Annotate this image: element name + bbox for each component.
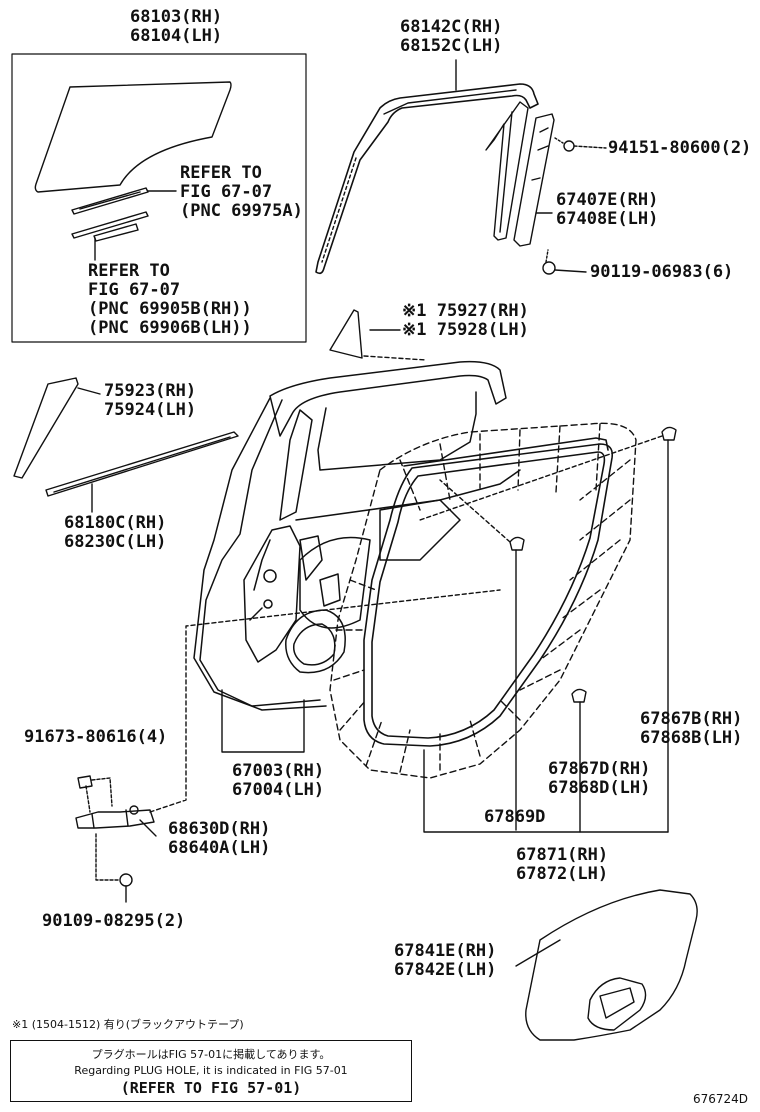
clip-67867D (571, 688, 587, 833)
screw-90109 (95, 833, 133, 903)
label-pillar: 75923(RH) 75924(LH) (104, 382, 196, 420)
figure-code: 676724D (692, 1092, 748, 1106)
label-line: 67868D(LH) (548, 778, 651, 798)
label-refer1: REFER TO FIG 67-07 (PNC 69975A) (180, 164, 303, 221)
label-line: 68230C(LH) (64, 532, 167, 552)
label-screw1: 90119-06983(6) (590, 263, 733, 282)
label-door-panel: 67003(RH) 67004(LH) (232, 762, 324, 800)
label-glass: 68103(RH) 68104(LH) (130, 8, 222, 46)
note-line-1: プラグホールはFIG 57-01に掲載してあります。 (91, 1048, 331, 1061)
note-box: プラグホールはFIG 57-01に掲載してあります。 Regarding PLU… (10, 1040, 412, 1102)
label-line: 67869D (484, 807, 546, 827)
label-line: 67408E(LH) (556, 209, 659, 229)
label-line: 67841E(RH) (394, 941, 497, 961)
label-line: 68142C(RH) (400, 17, 503, 37)
label-line: 90109-08295(2) (42, 911, 186, 931)
label-service-hole: 67841E(RH) 67842E(LH) (394, 942, 496, 980)
label-clip: 67869D (484, 808, 545, 827)
glass-channel-lower (71, 211, 149, 242)
label-line: 67842E(LH) (394, 960, 497, 980)
label-line: 68103(RH) (130, 7, 223, 27)
screw-90119 (542, 249, 587, 275)
door-run-channel (315, 83, 539, 275)
door-panel (193, 360, 521, 711)
door-glass (34, 81, 232, 193)
label-line: ※1 75928(LH) (402, 320, 529, 340)
label-refer2: REFER TO FIG 67-07 (PNC 69905B(RH)) (PNC… (88, 262, 252, 338)
label-weatherstrip-b: 67867B(RH) 67868B(LH) (640, 710, 742, 748)
label-line: 67868B(LH) (640, 728, 743, 748)
leader-door-panel (221, 689, 305, 753)
service-hole-cover (515, 889, 698, 1041)
label-garnish: ※1 75927(RH) ※1 75928(LH) (402, 302, 529, 340)
leader-weatherstrip (423, 749, 669, 833)
door-check (75, 589, 501, 837)
label-weatherstrip-d: 67867D(RH) 67868D(LH) (548, 760, 650, 798)
label-line: ※1 75927(RH) (402, 301, 529, 321)
bolt-94151 (554, 137, 607, 152)
bolt-91673 (77, 775, 113, 813)
label-line: REFER TO (180, 163, 262, 183)
label-line: FIG 67-07 (180, 182, 273, 202)
glass-inset-box (11, 53, 307, 343)
label-line: 68104(LH) (130, 26, 223, 46)
door-sash (485, 101, 555, 247)
label-check: 68630D(RH) 68640A(LH) (168, 820, 270, 858)
label-sash: 67407E(RH) 67408E(LH) (556, 191, 658, 229)
label-line: 67407E(RH) (556, 190, 659, 210)
label-screw2: 90109-08295(2) (42, 912, 185, 931)
glass-channel-upper (71, 187, 149, 215)
label-bolt1: 94151-80600(2) (608, 139, 751, 158)
label-line: REFER TO (88, 261, 170, 281)
label-line: 68152C(LH) (400, 36, 503, 56)
label-line: 75924(LH) (104, 400, 197, 420)
label-line: 68180C(RH) (64, 513, 167, 533)
label-line: 67004(LH) (232, 780, 325, 800)
label-line: (PNC 69906B(LH)) (88, 318, 252, 338)
clip-67869D (439, 479, 525, 831)
label-line: (PNC 69905B(RH)) (88, 299, 252, 319)
label-run-channel: 68142C(RH) 68152C(LH) (400, 18, 502, 56)
label-line: 91673-80616(4) (24, 727, 168, 747)
pillar-garnish (13, 377, 101, 479)
label-line: 90119-06983(6) (590, 262, 734, 282)
label-line: 67867D(RH) (548, 759, 651, 779)
label-weatherstrip: 67871(RH) 67872(LH) (516, 846, 608, 884)
label-line: 94151-80600(2) (608, 138, 752, 158)
label-line: FIG 67-07 (88, 280, 181, 300)
door-weatherstrip (363, 437, 614, 747)
label-line: 75923(RH) (104, 381, 197, 401)
door-frame-garnish (329, 309, 427, 361)
label-line: 67003(RH) (232, 761, 325, 781)
label-line: 67867B(RH) (640, 709, 743, 729)
note-line-3: (REFER TO FIG 57-01) (120, 1079, 302, 1097)
footnote: ※1 (1504-1512) 有り(ブラックアウトテープ) (12, 1018, 244, 1031)
label-line: 68640A(LH) (168, 838, 271, 858)
label-line: (PNC 69975A) (180, 201, 303, 221)
note-line-2: Regarding PLUG HOLE, it is indicated in … (74, 1064, 348, 1077)
label-line: 67871(RH) (516, 845, 609, 865)
weatherstrip-outline (329, 422, 637, 779)
label-line: 67872(LH) (516, 864, 609, 884)
label-belt: 68180C(RH) 68230C(LH) (64, 514, 166, 552)
label-bolt2: 91673-80616(4) (24, 728, 167, 747)
clip-top-right (419, 426, 677, 833)
label-line: 68630D(RH) (168, 819, 271, 839)
belt-moulding (45, 431, 239, 513)
